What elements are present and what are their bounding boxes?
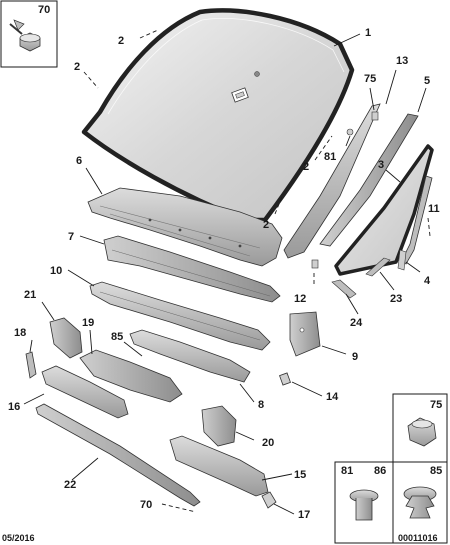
- leader-lines: [23, 29, 431, 515]
- fir-tree-clip-icon: [403, 486, 437, 519]
- bracket-9: [289, 311, 321, 357]
- callout-seal-2b: 2: [74, 61, 80, 73]
- callout-seal-2d: 2: [263, 219, 269, 231]
- screw-detail-label: 70: [38, 4, 50, 16]
- footer-reference: 00011016: [398, 533, 438, 543]
- callout-labels: 1 2 2 2 2 6 7 10 21 19 85 18 16 8 20 22 …: [8, 27, 440, 521]
- part-18: [25, 351, 37, 379]
- side-bracket-21: [49, 317, 83, 359]
- seal-11: [401, 175, 433, 265]
- callout-quarter-glass-3: 3: [378, 159, 384, 171]
- callout-seal-23: 23: [390, 293, 402, 305]
- callout-bracket-9: 9: [352, 351, 358, 363]
- callout-seal-2a: 2: [118, 35, 124, 47]
- callout-clip-75: 75: [364, 73, 376, 85]
- windscreen: [81, 8, 355, 223]
- clip-detail-box-75: 75: [392, 393, 448, 465]
- callout-finisher-4: 4: [424, 275, 431, 287]
- callout-windscreen: 1: [365, 27, 371, 39]
- seal-24: [331, 279, 357, 299]
- callout-seal-5: 5: [424, 75, 430, 87]
- clip-detail-label-86: 86: [374, 465, 386, 477]
- callout-screw-70: 70: [140, 499, 152, 511]
- callout-bracket-19: 19: [82, 317, 94, 329]
- clip-75: [371, 111, 379, 121]
- bracket-19: [79, 349, 183, 403]
- bulkhead-panel: [87, 187, 283, 267]
- seal-23: [365, 257, 391, 277]
- footer-date: 05/2016: [2, 533, 35, 543]
- clip-detail-label-75: 75: [430, 399, 442, 411]
- clip-81: [346, 128, 354, 136]
- callout-clip-17: 17: [298, 509, 310, 521]
- callout-trim-13: 13: [396, 55, 408, 67]
- callout-rail-15: 15: [294, 469, 306, 481]
- nut-clip-icon: [407, 417, 437, 447]
- callout-clip-12: 12: [294, 293, 306, 305]
- rail-15: [169, 435, 269, 497]
- seal-5: [319, 113, 419, 247]
- callout-clip-81: 81: [324, 151, 336, 163]
- callout-seal-24: 24: [350, 317, 363, 329]
- clip-detail-label-81: 81: [341, 465, 353, 477]
- member-16: [41, 365, 129, 419]
- callout-scuttle-upper: 7: [68, 231, 74, 243]
- screw-detail-box: 70: [0, 0, 58, 68]
- clip-detail-box-85: 85: [392, 461, 448, 544]
- callout-bracket-20: 20: [262, 437, 274, 449]
- clip-14: [279, 372, 291, 386]
- callout-bracket-21: 21: [24, 289, 36, 301]
- callout-clip-85: 85: [111, 331, 123, 343]
- clip-12: [311, 259, 319, 269]
- rail-22: [35, 403, 201, 507]
- rear-view-mirror-mount-icon: [231, 87, 249, 103]
- finisher-4: [397, 249, 407, 271]
- screw-icon: [9, 19, 41, 52]
- scuttle-upper-panel: [103, 235, 281, 303]
- callout-crossmember-8: 8: [258, 399, 264, 411]
- scuttle-lower-panel: [89, 281, 271, 351]
- quarter-glass-3: [334, 144, 434, 276]
- push-clip-icon: [349, 489, 379, 521]
- callout-part-18: 18: [14, 327, 26, 339]
- clip-detail-label-85: 85: [430, 465, 442, 477]
- clip-17: [261, 491, 277, 509]
- callout-clip-14: 14: [326, 391, 339, 403]
- callout-part-16: 16: [8, 401, 20, 413]
- callout-rail-22: 22: [64, 479, 76, 491]
- callout-bulkhead-panel: 6: [76, 155, 82, 167]
- callout-seal-11: 11: [428, 203, 440, 215]
- crossmember-8: [129, 329, 251, 383]
- callout-seal-2c: 2: [303, 161, 309, 173]
- clip-detail-box-81-86: 81 86: [334, 461, 394, 544]
- bracket-20: [201, 405, 237, 447]
- callout-scuttle-lower: 10: [50, 265, 62, 277]
